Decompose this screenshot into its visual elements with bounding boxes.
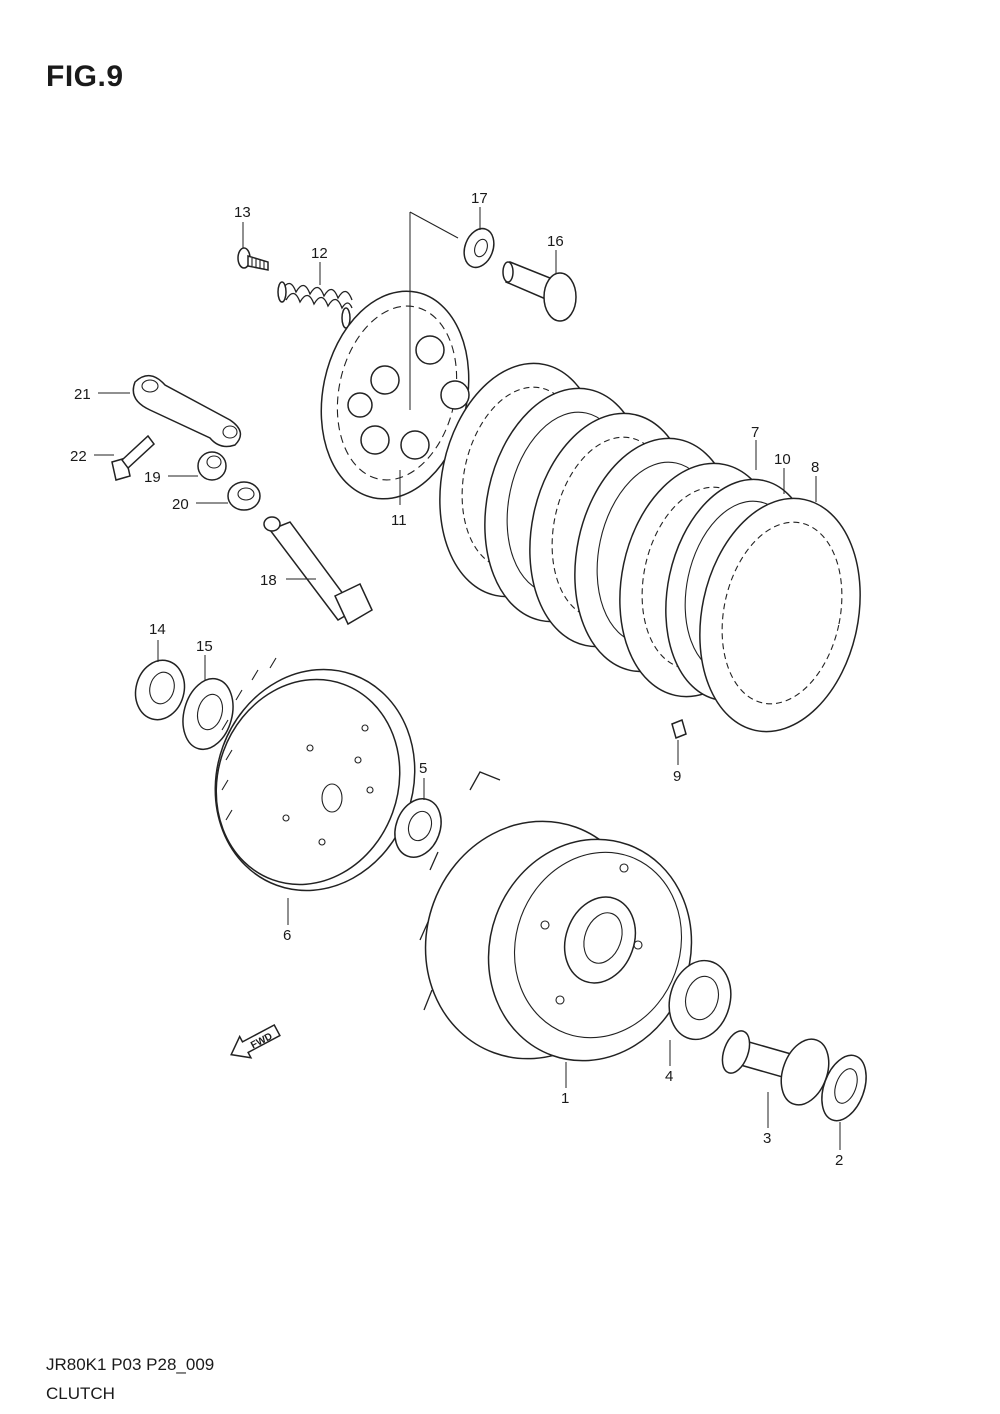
part-6-primary-gear (214, 657, 416, 892)
figure-title: FIG.9 (46, 60, 124, 93)
callout-19: 19 (144, 469, 161, 486)
part-19-bush (197, 451, 227, 481)
part-3-sleeve (721, 1030, 830, 1106)
part-14-oil-seal (134, 659, 186, 721)
callout-8: 8 (811, 459, 819, 476)
part-4-gear (668, 959, 732, 1041)
fwd-direction-arrow: FWD (230, 1023, 281, 1059)
part-12-spring (277, 281, 353, 329)
part-17-washer (463, 227, 495, 269)
callout-13: 13 (234, 204, 251, 221)
callout-20: 20 (172, 496, 189, 513)
part-21-release-lever (132, 375, 242, 448)
callout-2: 2 (835, 1152, 843, 1169)
callout-6: 6 (283, 927, 291, 944)
callout-17: 17 (471, 190, 488, 207)
callout-16: 16 (547, 233, 564, 250)
callout-4: 4 (665, 1068, 673, 1085)
part-13-screw (237, 247, 269, 271)
callout-7: 7 (751, 424, 759, 441)
callout-labels: 13 12 17 16 21 22 19 20 11 18 7 10 8 14 … (70, 190, 843, 1169)
part-1-clutch-housing (419, 771, 693, 1062)
callout-12: 12 (311, 245, 328, 262)
section-name: CLUTCH (46, 1384, 115, 1403)
part-5-washer (394, 798, 442, 858)
callout-9: 9 (673, 768, 681, 785)
callout-21: 21 (74, 386, 91, 403)
callout-18: 18 (260, 572, 277, 589)
callout-1: 1 (561, 1090, 569, 1107)
part-2-washer (821, 1054, 867, 1122)
part-15-lock-washer (182, 677, 234, 751)
callout-11: 11 (391, 512, 407, 529)
model-code: JR80K1 P03 P28_009 (46, 1355, 215, 1374)
callout-14: 14 (149, 621, 166, 638)
callout-22: 22 (70, 448, 87, 465)
callout-3: 3 (763, 1130, 771, 1147)
callout-5: 5 (419, 760, 427, 777)
part-22-bolt (111, 434, 156, 481)
leader-lines (94, 207, 841, 1150)
clutch-plate-stack (439, 362, 861, 733)
part-20-washer (227, 481, 261, 511)
fwd-arrow-label: FWD (249, 1031, 274, 1051)
part-9-clip (671, 718, 687, 740)
part-16-pin (502, 260, 577, 322)
callout-15: 15 (196, 638, 213, 655)
callout-10: 10 (774, 451, 791, 468)
part-18-release-shaft (263, 516, 373, 626)
